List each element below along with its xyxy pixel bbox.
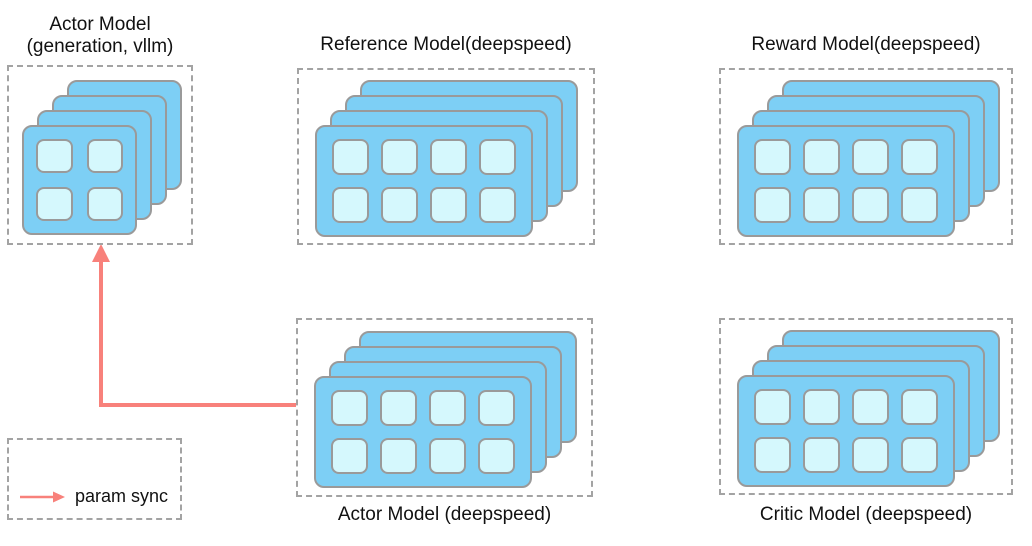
- gpu-square: [803, 139, 840, 175]
- model-title-critic-deepspeed: Critic Model (deepspeed): [719, 504, 1013, 526]
- gpu-square: [429, 390, 466, 426]
- gpu-square: [430, 139, 467, 175]
- gpu-square: [852, 437, 889, 473]
- gpu-square: [36, 187, 73, 221]
- param-sync-legend-arrow-icon: [20, 491, 65, 502]
- gpu-grid: [317, 127, 531, 235]
- model-title-reference-model: Reference Model(deepspeed): [297, 34, 595, 56]
- model-box-actor-deepspeed: [296, 318, 593, 497]
- gpu-square: [901, 437, 938, 473]
- gpu-grid: [316, 378, 530, 486]
- legend-row: param sync: [19, 486, 168, 507]
- gpu-square: [86, 139, 123, 173]
- gpu-square: [381, 187, 418, 223]
- gpu-square: [429, 438, 466, 474]
- gpu-square: [901, 139, 938, 175]
- model-title-actor-deepspeed: Actor Model (deepspeed): [296, 504, 593, 526]
- gpu-card-front: [314, 376, 532, 488]
- model-title-actor-generation-vllm: Actor Model (generation, vllm): [0, 14, 200, 58]
- gpu-square: [86, 187, 123, 221]
- model-box-critic-deepspeed: [719, 318, 1013, 495]
- gpu-square: [754, 437, 791, 473]
- gpu-square: [754, 389, 791, 425]
- gpu-card-front: [315, 125, 533, 237]
- model-title-reward-model: Reward Model(deepspeed): [719, 34, 1013, 56]
- model-title-line: Actor Model: [49, 14, 151, 35]
- gpu-square: [381, 139, 418, 175]
- gpu-square: [332, 139, 369, 175]
- gpu-square: [754, 139, 791, 175]
- gpu-grid: [739, 127, 953, 235]
- legend-box: param sync: [7, 438, 182, 520]
- gpu-square: [803, 187, 840, 223]
- gpu-square: [332, 187, 369, 223]
- gpu-square: [478, 390, 515, 426]
- param-sync-arrow-line: [99, 258, 296, 407]
- gpu-square: [479, 139, 516, 175]
- model-box-reward-model: [719, 68, 1013, 245]
- gpu-card-front: [22, 125, 137, 235]
- gpu-square: [803, 389, 840, 425]
- model-box-reference-model: [297, 68, 595, 245]
- gpu-square: [479, 187, 516, 223]
- gpu-square: [478, 438, 515, 474]
- gpu-card-front: [737, 125, 955, 237]
- gpu-square: [852, 139, 889, 175]
- gpu-square: [852, 187, 889, 223]
- gpu-card-front: [737, 375, 955, 487]
- legend-label: param sync: [75, 486, 169, 506]
- gpu-square: [901, 389, 938, 425]
- gpu-square: [380, 438, 417, 474]
- gpu-grid: [24, 127, 135, 233]
- gpu-square: [380, 390, 417, 426]
- model-title-line: Actor Model (deepspeed): [337, 504, 552, 525]
- model-title-line: Critic Model (deepspeed): [759, 504, 973, 525]
- gpu-square: [754, 187, 791, 223]
- model-title-line: (generation, vllm): [26, 36, 174, 57]
- model-title-line: Reference Model(deepspeed): [320, 34, 572, 55]
- gpu-square: [430, 187, 467, 223]
- gpu-square: [901, 187, 938, 223]
- model-box-actor-generation-vllm: [7, 65, 193, 245]
- gpu-square: [36, 139, 73, 173]
- gpu-grid: [739, 377, 953, 485]
- model-title-line: Reward Model(deepspeed): [751, 34, 981, 55]
- gpu-square: [331, 438, 368, 474]
- param-sync-arrowhead-icon: [92, 244, 110, 262]
- gpu-square: [331, 390, 368, 426]
- gpu-square: [852, 389, 889, 425]
- gpu-square: [803, 437, 840, 473]
